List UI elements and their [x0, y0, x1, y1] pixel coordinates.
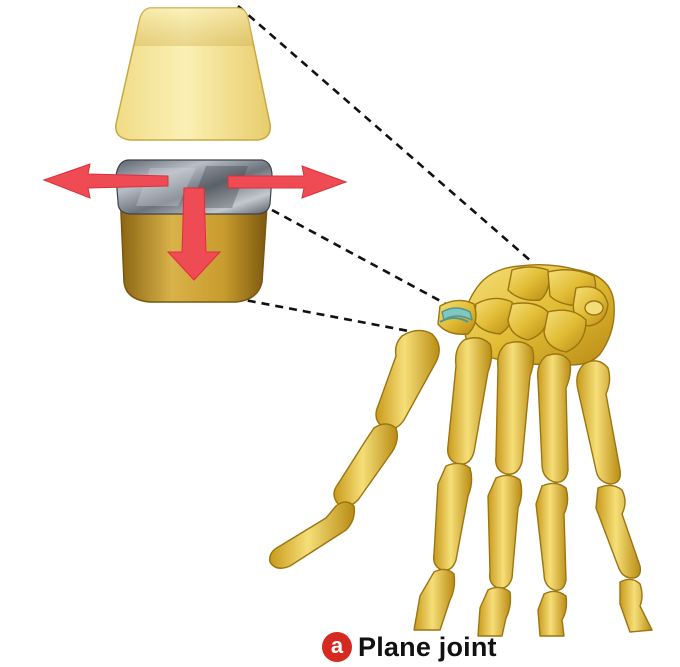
ring-finger-bones: [536, 354, 571, 636]
middle-finger-bones: [478, 342, 534, 636]
little-finger-bones: [577, 361, 652, 632]
caption-badge: a: [322, 632, 352, 662]
figure-caption: a Plane joint: [322, 630, 497, 664]
upper-bone-block: [116, 8, 270, 140]
hand-skeleton: [270, 265, 652, 636]
caption-label: Plane joint: [358, 632, 497, 663]
thumb-bones: [270, 330, 439, 568]
